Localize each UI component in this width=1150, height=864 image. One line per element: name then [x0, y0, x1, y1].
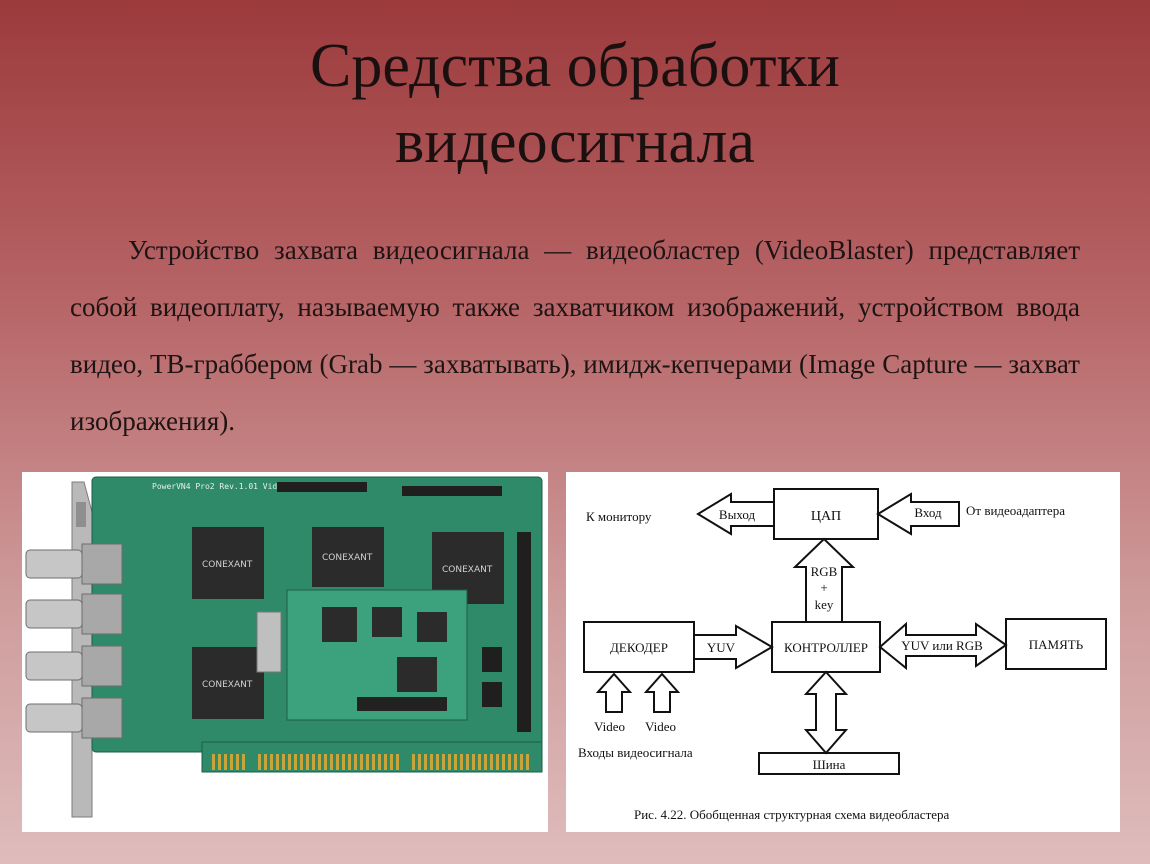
label-video-2: Video — [645, 719, 676, 734]
arrow-bus — [803, 670, 849, 755]
block-bus — [758, 752, 900, 775]
chip-brand-3: CONEXANT — [442, 565, 493, 575]
label-rgb: RGB — [811, 564, 838, 579]
arrow-yuv — [693, 624, 774, 670]
label-from-adapter: От видеоадаптера — [966, 503, 1065, 518]
label-bus: Шина — [813, 757, 846, 772]
label-dac: ЦАП — [811, 509, 841, 524]
chip-brand-4: CONEXANT — [202, 680, 253, 690]
label-video-1: Video — [594, 719, 625, 734]
arrow-yuv-or-rgb — [878, 621, 1008, 671]
slide-title-line-2: видеосигнала — [395, 108, 755, 176]
label-input: Вход — [914, 505, 942, 520]
label-yuv-or-rgb: YUV или RGB — [901, 638, 983, 653]
arrow-video-2 — [643, 672, 681, 713]
label-key: key — [815, 597, 834, 612]
bnc-connectors — [25, 543, 123, 739]
label-controller: КОНТРОЛЛЕР — [784, 640, 868, 655]
diagram-svg: ЦАП Выход Вход К монитору От видеоадапте… — [578, 488, 1107, 822]
board-silkscreen: PowerVN4 Pro2 Rev.1.01 VideoNet — [152, 482, 301, 491]
body-paragraph: Устройство захвата видеосигнала — видеоб… — [70, 235, 1080, 436]
label-output: Выход — [719, 507, 756, 522]
label-video-inputs: Входы видеосигнала — [578, 745, 693, 760]
label-plus: + — [820, 580, 827, 595]
videoblaster-block-diagram: ЦАП Выход Вход К монитору От видеоадапте… — [566, 472, 1120, 832]
slide-title-line-1: Средства обработки — [310, 32, 840, 100]
label-yuv: YUV — [707, 640, 736, 655]
slide-title: Средства обработки видеосигнала — [0, 28, 1150, 180]
chip-brand-1: CONEXANT — [202, 560, 253, 570]
chip-brand-2: CONEXANT — [322, 553, 373, 563]
decoder-chips: CONEXANT CONEXANT CONEXANT CONEXANT — [192, 527, 504, 719]
video-capture-board-photo: PowerVN4 Pro2 Rev.1.01 VideoNet CONEXANT… — [22, 472, 548, 832]
label-memory: ПАМЯТЬ — [1029, 637, 1084, 652]
arrow-rgb-key — [792, 537, 856, 623]
arrow-input — [876, 492, 960, 536]
figure-caption: Рис. 4.22. Обобщенная структурная схема … — [634, 807, 950, 822]
label-decoder: ДЕКОДЕР — [610, 640, 668, 655]
label-to-monitor: К монитору — [586, 509, 652, 524]
arrow-video-1 — [595, 672, 633, 713]
board-illustration: PowerVN4 Pro2 Rev.1.01 VideoNet CONEXANT… — [25, 476, 543, 818]
arrow-output — [696, 492, 775, 536]
